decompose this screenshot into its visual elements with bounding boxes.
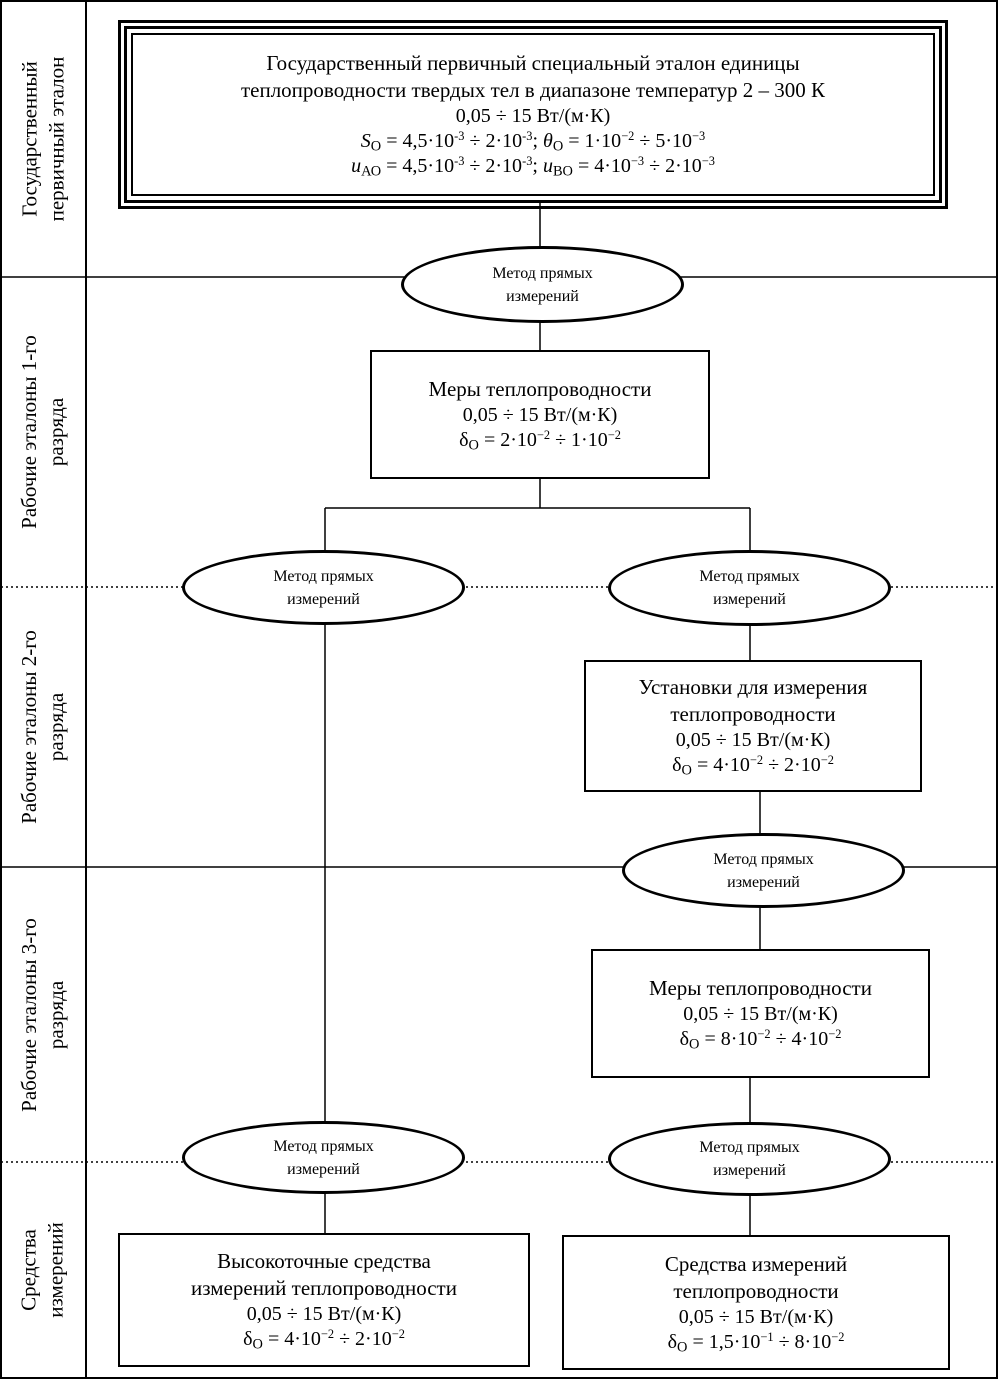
rank1-delta: δО = 2·10−2 ÷ 1·10−2	[459, 428, 621, 454]
means-right-title-line2: теплопроводности	[673, 1278, 839, 1303]
means-right-box: Средства измерений теплопроводности 0,05…	[562, 1235, 950, 1370]
means-left-box: Высокоточные средства измерений теплопро…	[118, 1233, 530, 1367]
means-left-title-line1: Высокоточные средства	[217, 1249, 431, 1273]
rank3-range: 0,05 ÷ 15 Вт/(м·К)	[683, 1003, 838, 1025]
primary-standard-box: Государственный первичный специальный эт…	[118, 20, 948, 209]
means-left-delta: δО = 4·10−2 ÷ 2·10−2	[243, 1327, 405, 1353]
rank1-title: Меры теплопроводности	[428, 377, 652, 401]
primary-title-line1: Государственный первичный специальный эт…	[266, 51, 800, 75]
rank2-title-line1: Установки для измерения	[638, 675, 868, 699]
primary-s-theta: SО = 4,5·10-3 ÷ 2·10-3; θО = 1·10−2 ÷ 5·…	[360, 129, 706, 155]
means-left-range: 0,05 ÷ 15 Вт/(м·К)	[246, 1303, 402, 1325]
means-right-delta: δО = 1,5·10−1 ÷ 8·10−2	[667, 1329, 845, 1356]
connectors	[324, 203, 761, 1236]
means-left-title-line2: измерений теплопроводности	[191, 1276, 457, 1300]
primary-title-line2: теплопроводности твердых тел в диапазоне…	[240, 78, 826, 102]
rank1-range: 0,05 ÷ 15 Вт/(м·К)	[462, 404, 618, 426]
rank2-title-line2: теплопроводности	[670, 702, 836, 726]
means-right-range: 0,05 ÷ 15 Вт/(м·К)	[678, 1305, 834, 1328]
rank2-delta: δО = 4·10−2 ÷ 2·10−2	[672, 753, 834, 779]
rank1-box: Меры теплопроводности 0,05 ÷ 15 Вт/(м·К)…	[370, 350, 710, 479]
rank2-range: 0,05 ÷ 15 Вт/(м·К)	[675, 729, 831, 751]
rank2-box: Установки для измерения теплопроводности…	[584, 660, 922, 792]
rank3-box: Меры теплопроводности 0,05 ÷ 15 Вт/(м·К)…	[591, 949, 930, 1078]
rank3-delta: δО = 8·10−2 ÷ 4·10−2	[679, 1027, 842, 1053]
primary-range: 0,05 ÷ 15 Вт/(м·К)	[455, 105, 611, 127]
means-right-title-line1: Средства измерений	[664, 1251, 848, 1276]
primary-uncertainty: uАО = 4,5·10-3 ÷ 2·10-3; uВО = 4·10−3 ÷ …	[351, 154, 715, 180]
rank3-title: Меры теплопроводности	[649, 976, 872, 1000]
